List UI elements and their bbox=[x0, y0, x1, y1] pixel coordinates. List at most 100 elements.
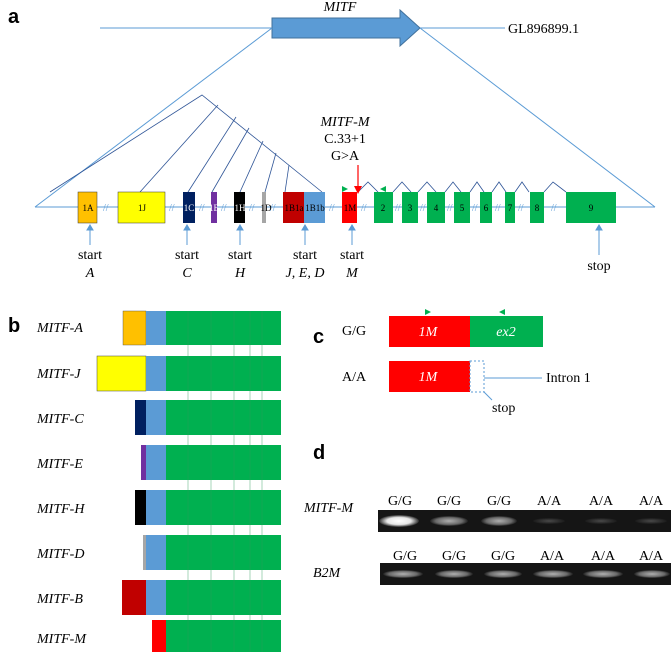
isoform-labels: MITF-A MITF-J MITF-C MITF-E MITF-H MITF-… bbox=[36, 321, 87, 647]
c-exon-1m-aa bbox=[389, 361, 470, 392]
exon-1b1a bbox=[283, 192, 304, 223]
gel1-lane-1: G/G bbox=[388, 494, 412, 509]
exon-1m-label: 1M bbox=[344, 203, 357, 213]
exon-1h-label: 1H bbox=[235, 203, 247, 213]
isoform-bar-m bbox=[152, 620, 281, 652]
exon-1e bbox=[211, 192, 217, 223]
exon-5 bbox=[454, 192, 470, 223]
gel-b2m bbox=[380, 563, 671, 585]
isoform-bar-d bbox=[143, 535, 281, 570]
gel1-band-5 bbox=[585, 518, 617, 524]
gg-label: G/G bbox=[342, 324, 366, 339]
svg-text://: // bbox=[551, 203, 557, 214]
isoform-label-c: MITF-C bbox=[36, 412, 84, 427]
isoform-bar-h bbox=[135, 490, 281, 525]
primer-forward-icon bbox=[342, 186, 348, 192]
splice-lines bbox=[49, 94, 567, 193]
svg-text://: // bbox=[270, 203, 276, 214]
exon-1c-label: 1C bbox=[184, 203, 195, 213]
isoform-label-b: MITF-B bbox=[36, 592, 83, 607]
gel-row-label-mitf-m: MITF-M bbox=[303, 501, 354, 516]
panel-a-letter: a bbox=[8, 6, 20, 28]
gel2-band-3 bbox=[484, 570, 522, 578]
start-h: H bbox=[234, 266, 246, 281]
exon-2 bbox=[374, 192, 393, 223]
mutation-gene-label: MITF-M bbox=[320, 115, 371, 130]
primer-forward-c-icon bbox=[425, 309, 431, 315]
exon-7-label: 7 bbox=[508, 203, 513, 213]
gel1-band-4 bbox=[533, 518, 565, 524]
c-stop-label: stop bbox=[492, 401, 515, 416]
zoom-line-left bbox=[34, 27, 273, 208]
exon-blocks bbox=[77, 191, 616, 224]
start-word-a: start bbox=[78, 248, 102, 263]
mutation-position-label: C.33+1 bbox=[324, 132, 366, 147]
exon-1d bbox=[262, 192, 266, 223]
exon-1a bbox=[77, 191, 98, 224]
exon-1a-label: 1A bbox=[83, 203, 95, 213]
gel2-lane-1: G/G bbox=[393, 549, 417, 564]
gel2-band-6 bbox=[634, 570, 670, 578]
gel1-band-3 bbox=[481, 516, 517, 526]
isoform-label-j: MITF-J bbox=[36, 367, 81, 382]
gel2-lane-6: A/A bbox=[639, 549, 664, 564]
svg-text://: // bbox=[199, 203, 205, 214]
exon-3-label: 3 bbox=[408, 203, 413, 213]
gel2-band-5 bbox=[583, 570, 623, 578]
exon-9-label: 9 bbox=[589, 203, 594, 213]
gel2-lane-2: G/G bbox=[442, 549, 466, 564]
gel1-lane-2: G/G bbox=[437, 494, 461, 509]
svg-text://: // bbox=[472, 203, 478, 214]
panel-b-letter: b bbox=[8, 315, 20, 337]
start-arrows bbox=[86, 224, 603, 255]
exon-9 bbox=[566, 192, 616, 223]
isoform-bar-j bbox=[96, 355, 281, 392]
start-m: M bbox=[345, 266, 359, 281]
exon-1b1b bbox=[304, 192, 325, 223]
start-a: A bbox=[85, 266, 95, 281]
isoform-label-a: MITF-A bbox=[36, 321, 83, 336]
gel2-lane-5: A/A bbox=[591, 549, 616, 564]
exon-4-label: 4 bbox=[434, 203, 439, 213]
mutation-change-label: G>A bbox=[331, 149, 360, 164]
start-c: C bbox=[182, 266, 192, 281]
mitf-gene-arrow bbox=[271, 8, 421, 48]
start-word-c: start bbox=[175, 248, 199, 263]
gel1-lane-4: A/A bbox=[537, 494, 562, 509]
zoom-line-right bbox=[419, 27, 656, 208]
start-word-m: start bbox=[340, 248, 364, 263]
c-exon-2 bbox=[470, 316, 543, 347]
exon-6-label: 6 bbox=[484, 203, 489, 213]
gel1-lane-3: G/G bbox=[487, 494, 511, 509]
gel2-band-4 bbox=[533, 570, 573, 578]
svg-text://: // bbox=[495, 203, 501, 214]
primer-reverse-c-icon bbox=[499, 309, 505, 315]
aa-label: A/A bbox=[342, 370, 367, 385]
gel-row-label-b2m: B2M bbox=[313, 566, 342, 581]
gel1-band-6 bbox=[635, 518, 667, 524]
gel2-lane-labels: G/G G/G G/G A/A A/A A/A bbox=[393, 549, 664, 564]
exon-1d-label: 1D bbox=[261, 203, 273, 213]
exon-7 bbox=[505, 192, 515, 223]
isoform-label-h: MITF-H bbox=[36, 502, 85, 517]
isoform-label-m: MITF-M bbox=[36, 632, 87, 647]
exon-labels: 1A 1J 1C 1E 1H 1D 1B1a 1B1b 1M 2 3 4 5 6… bbox=[83, 203, 594, 213]
exon-8 bbox=[530, 192, 544, 223]
exon-2-label: 2 bbox=[381, 203, 386, 213]
exon-1c bbox=[183, 192, 195, 223]
start-word-jed: start bbox=[293, 248, 317, 263]
svg-text://: // bbox=[169, 203, 175, 214]
svg-text://: // bbox=[447, 203, 453, 214]
isoform-bars bbox=[96, 310, 281, 652]
start-labels: start A start C start H start J, E, D st… bbox=[78, 248, 611, 281]
exon-1j-label: 1J bbox=[138, 203, 147, 213]
start-word-h: start bbox=[228, 248, 252, 263]
panel-d-letter: d bbox=[313, 442, 325, 464]
stop-label: stop bbox=[587, 259, 610, 274]
exon-1e-label: 1E bbox=[209, 203, 220, 213]
gel1-lane-6: A/A bbox=[639, 494, 664, 509]
exon-1m bbox=[342, 192, 357, 223]
exon-1b1b-label: 1B1b bbox=[305, 203, 325, 213]
c-intron-box bbox=[469, 360, 485, 393]
